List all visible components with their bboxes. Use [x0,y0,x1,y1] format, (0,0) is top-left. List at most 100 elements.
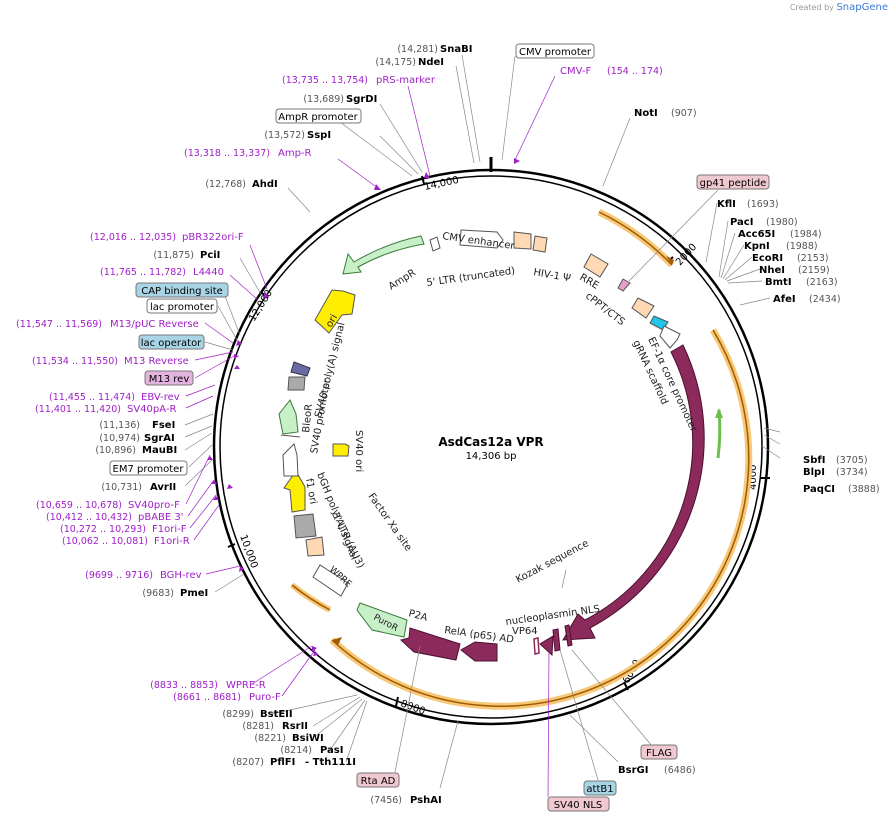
enzyme-pos: (10,974) [99,433,140,444]
enzyme-name: FseI [152,420,175,431]
primer-pos: (11,765 .. 11,782) [100,267,186,278]
enzyme-name: KflI [717,199,736,210]
enzyme-pos: (8221) [254,733,286,744]
feature-sv40-ori: SV40 ori [353,430,364,472]
enzyme-name: RsrII [282,721,308,732]
primer-name: WPRE-R [226,680,266,691]
tick-2000: 2000 [674,242,699,268]
enzyme-name: NotI [634,108,658,119]
label-rta-ad: Rta AD [361,776,396,787]
primer-pos: (8661 .. 8681) [173,692,241,703]
plasmid-name: AsdCas12a VPR [438,435,543,449]
primer-name: Puro-F [249,692,281,703]
primer-pos: (13,318 .. 13,337) [184,148,270,159]
enzyme-pos: (11,875) [153,250,194,261]
enzyme-pos: (8214) [280,745,312,756]
enzyme-pos: (14,281) [397,44,438,55]
enzyme-pos: (14,175) [375,57,416,68]
enzyme-pos: (13,689) [303,94,344,105]
feature-p2a: P2A [407,608,429,624]
enzyme-pos: (3705) [836,455,868,466]
enzyme-name: AhdI [252,179,278,190]
enzyme-name: AvrII [150,482,176,493]
primer-name: pRS-marker [376,75,436,86]
primer-pos: (10,659 .. 10,678) [36,500,122,511]
enzyme-name: BmtI [765,277,792,288]
enzyme-name: EcoRI [752,253,783,264]
enzyme-pos: (2163) [806,277,838,288]
enzyme-pos: (907) [671,108,697,119]
enzyme-pos: (13,572) [264,130,305,141]
enzyme-pos: (1984) [790,229,822,240]
primer-name: L4440 [193,267,224,278]
feature-factor-xa: Factor Xa site [366,491,414,553]
enzyme-labels: (14,281) SnaBI (14,175) NdeI (13,689) Sg… [95,44,879,806]
primer-name: BGH-rev [160,570,202,581]
enzyme-pos: (2159) [798,265,830,276]
enzyme-pos: (1988) [786,241,818,252]
boxed-labels: CMV promoter AmpR promoter CAP binding s… [109,43,770,812]
primer-name: F1ori-F [152,524,187,535]
enzyme-name: NdeI [418,57,444,68]
primer-name: SV40pA-R [127,404,176,415]
enzyme-name: PacI [730,217,753,228]
enzyme-name: PasI [320,745,343,756]
enzyme-pos: (2153) [797,253,829,264]
enzyme-name: BsrGI [618,765,648,776]
enzyme-name: PmeI [180,588,208,599]
label-m13-rev: M13 rev [149,374,190,385]
enzyme-name: SgrAI [144,433,175,444]
primer-name: pBABE 3' [138,512,184,523]
enzyme-pos: (3734) [836,467,868,478]
enzyme-name: PflFI [270,757,295,768]
feature-f1-ori: f1 ori [303,478,318,506]
enzyme-name: SbfI [803,455,825,466]
backbone-inner [219,175,763,719]
enzyme-name: SnaBI [440,44,472,55]
enzyme-pos: (7456) [370,795,402,806]
feature-glyphs [278,229,705,662]
primer-pos: (8833 .. 8853) [150,680,218,691]
enzyme-name: SgrDI [346,94,377,105]
enzyme-pos: (9683) [142,588,174,599]
label-flag: FLAG [646,748,672,759]
label-cap-binding-site: CAP binding site [141,286,223,297]
plasmid-length: 14,306 bp [466,451,517,462]
label-cmv-promoter: CMV promoter [519,47,592,58]
enzyme-pos: (8299) [222,709,254,720]
feature-kozak: Kozak sequence [514,538,590,586]
label-attb1: attB1 [586,784,613,795]
orf-arcs [290,208,753,710]
enzyme-name: MauBI [142,445,177,456]
enzyme-pos: (2434) [809,294,841,305]
enzyme-pos: (10,896) [95,445,136,456]
label-gp41-peptide: gp41 peptide [700,178,767,189]
tick-4000: 4000 [748,465,759,490]
label-lac-promoter: lac promoter [150,302,215,313]
primer-marks [207,158,520,656]
primer-pos: (10,272 .. 10,293) [60,524,146,535]
leader-lines [184,54,781,798]
enzyme-pos: (3888) [848,484,880,495]
primer-pos: (12,016 .. 12,035) [90,232,176,243]
enzyme-name: PaqCI [803,484,835,495]
label-ampr-promoter: AmpR promoter [278,112,358,123]
primer-name: EBV-rev [141,392,180,403]
enzyme-pos: (8281) [242,721,274,732]
primer-pos: (11,401 .. 11,420) [35,404,121,415]
feature-5-ltr: 5' LTR (truncated) [426,266,516,289]
primer-labels: (13,735 .. 13,754) pRS-marker (13,318 ..… [16,66,663,703]
enzyme-name: BsiWI [292,733,324,744]
feature-cppt-cts: cPPT/CTS [583,291,626,328]
enzyme-name: BstEII [260,709,293,720]
feature-bleor: BleoR [301,403,315,433]
snapgene-watermark: Created by SnapGene [789,2,888,13]
enzyme-pos: (8207) [232,757,264,768]
enzyme-pos: (1980) [766,217,798,228]
primer-name: SV40pro-F [128,500,180,511]
snapgene-logo: SnapGene [836,2,888,13]
primer-name: Amp-R [278,148,312,159]
label-em7-promoter: EM7 promoter [113,464,185,475]
enzyme-pos: (1693) [747,199,779,210]
enzyme-pos: (10,731) [101,482,142,493]
